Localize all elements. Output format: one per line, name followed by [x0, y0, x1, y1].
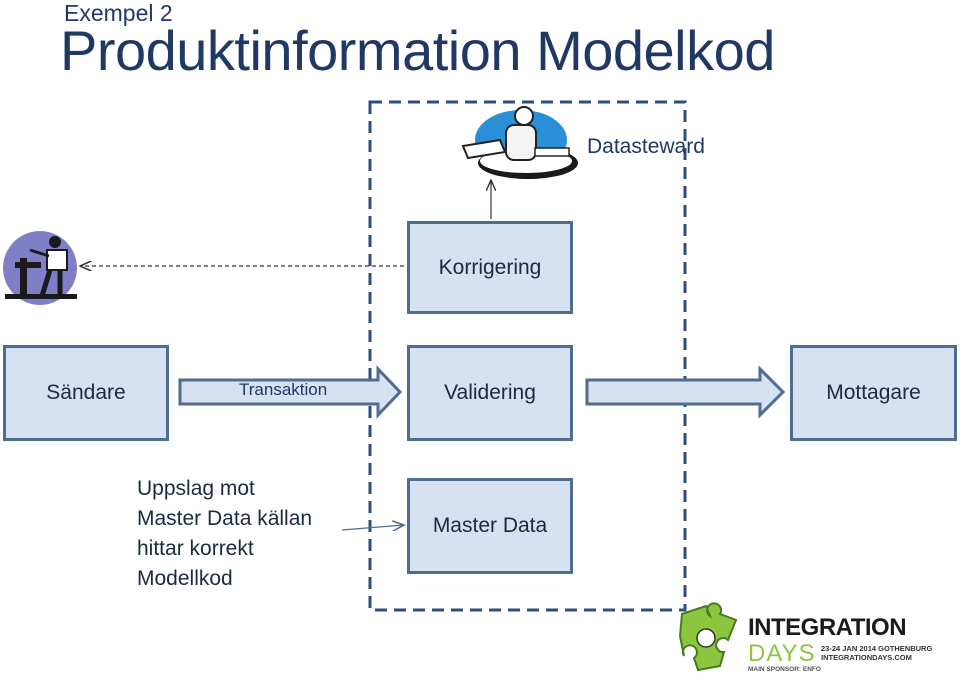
korrigering-box: Korrigering	[407, 221, 573, 314]
logo-days: DAYS	[748, 640, 816, 667]
mottagare-box: Mottagare	[790, 345, 957, 441]
logo-dates: 23-24 JAN 2014 GOTHENBURG	[821, 644, 933, 653]
transaction-arrow	[178, 365, 403, 419]
lookup-line: Master Data källan	[137, 507, 313, 530]
lookup-line: hittar korrekt	[137, 537, 254, 560]
logo-dates-block: 23-24 JAN 2014 GOTHENBURG INTEGRATIONDAY…	[821, 644, 932, 662]
slide-title: Produktinformation Modelkod	[60, 19, 775, 82]
transaction-label: Transaktion	[239, 380, 328, 399]
integration-days-logo: INTEGRATION DAYS 23-24 JAN 2014 GOTHENBU…	[676, 600, 960, 676]
mottagare-label: Mottagare	[826, 381, 921, 404]
sender-person-icon	[3, 231, 77, 305]
sandare-label: Sändare	[46, 381, 126, 404]
sandare-box: Sändare	[3, 345, 169, 441]
lookup-note: Uppslag mot Master Data källan hittar ko…	[137, 474, 357, 594]
lookup-arrow	[341, 525, 404, 530]
validering-label: Validering	[444, 381, 536, 404]
datasteward-icon	[461, 106, 578, 179]
logo-name: INTEGRATION	[748, 614, 907, 641]
validering-box: Validering	[407, 345, 573, 441]
steward-boundary	[368, 100, 687, 612]
korrigering-label: Korrigering	[438, 255, 542, 279]
puzzle-icon	[678, 602, 738, 672]
slide-subtitle: Exempel 2	[64, 0, 173, 26]
lookup-line: Uppslag mot	[137, 477, 255, 500]
logo-site: INTEGRATIONDAYS.COM	[821, 653, 912, 662]
lookup-line: Modellkod	[137, 567, 233, 590]
master-data-box: Master Data	[407, 478, 573, 574]
logo-sponsor: MAIN SPONSOR: ENFO	[748, 666, 821, 673]
master-data-label: Master Data	[432, 514, 548, 537]
delivery-arrow	[585, 365, 786, 419]
datasteward-label: Datasteward	[587, 135, 705, 158]
